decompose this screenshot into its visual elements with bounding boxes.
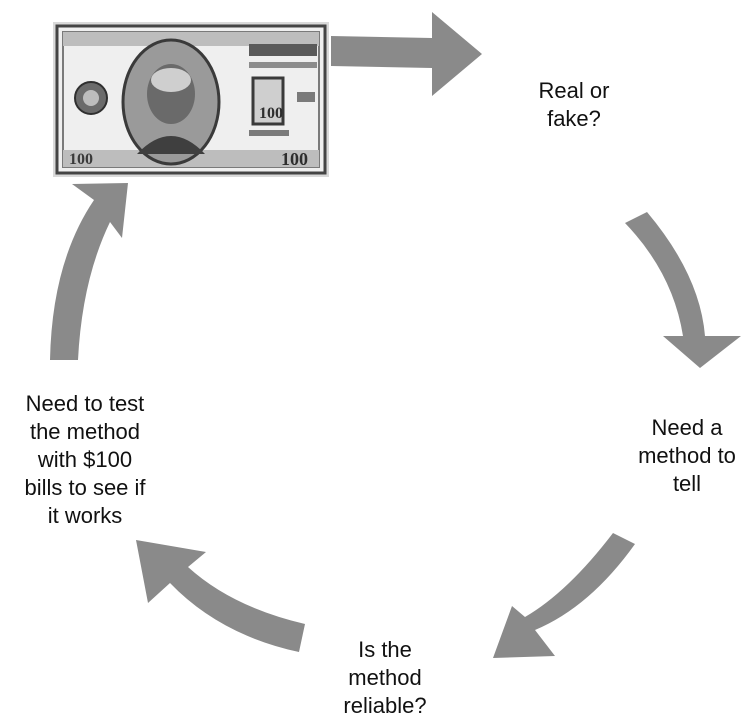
arrow-test-to-bill [50,183,128,360]
arrow-question-to-method [625,212,741,368]
arrow-method-to-reliable [493,533,635,658]
step-is-reliable-line-3: reliable? [343,693,427,718]
step-is-reliable-line-2: method [348,665,422,690]
step-need-test-line-4: bills to see if [24,475,146,500]
step-is-reliable-line-1: Is the [358,637,412,662]
step-real-or-fake-line-1: Real or [538,78,610,103]
step-need-test-line-3: with $100 [37,447,133,472]
step-need-method-line-1: Need a [651,415,723,440]
arrow-reliable-to-test [136,540,305,652]
bill-numeral-center: 100 [259,105,283,122]
step-need-test-line-1: Need to test [25,391,145,416]
hundred-dollar-bill-image: 100 100 100 [53,22,329,177]
step-need-test: Need to test the method with $100 bills … [0,390,170,530]
bill-numeral-right: 100 [281,149,308,169]
bill-numeral-left: 100 [69,151,93,168]
step-real-or-fake-line-2: fake? [547,106,601,131]
step-need-test-line-2: the method [29,419,141,444]
step-need-test-line-5: it works [47,503,123,528]
step-real-or-fake: Real or fake? [509,77,639,133]
bill-graphic: 100 100 100 [53,22,329,177]
step-need-method-line-3: tell [672,471,702,496]
step-is-reliable: Is the method reliable? [320,636,450,720]
step-need-method-line-2: method to [638,443,736,468]
arrow-bill-to-question [331,12,482,96]
step-need-method: Need a method to tell [620,414,752,498]
